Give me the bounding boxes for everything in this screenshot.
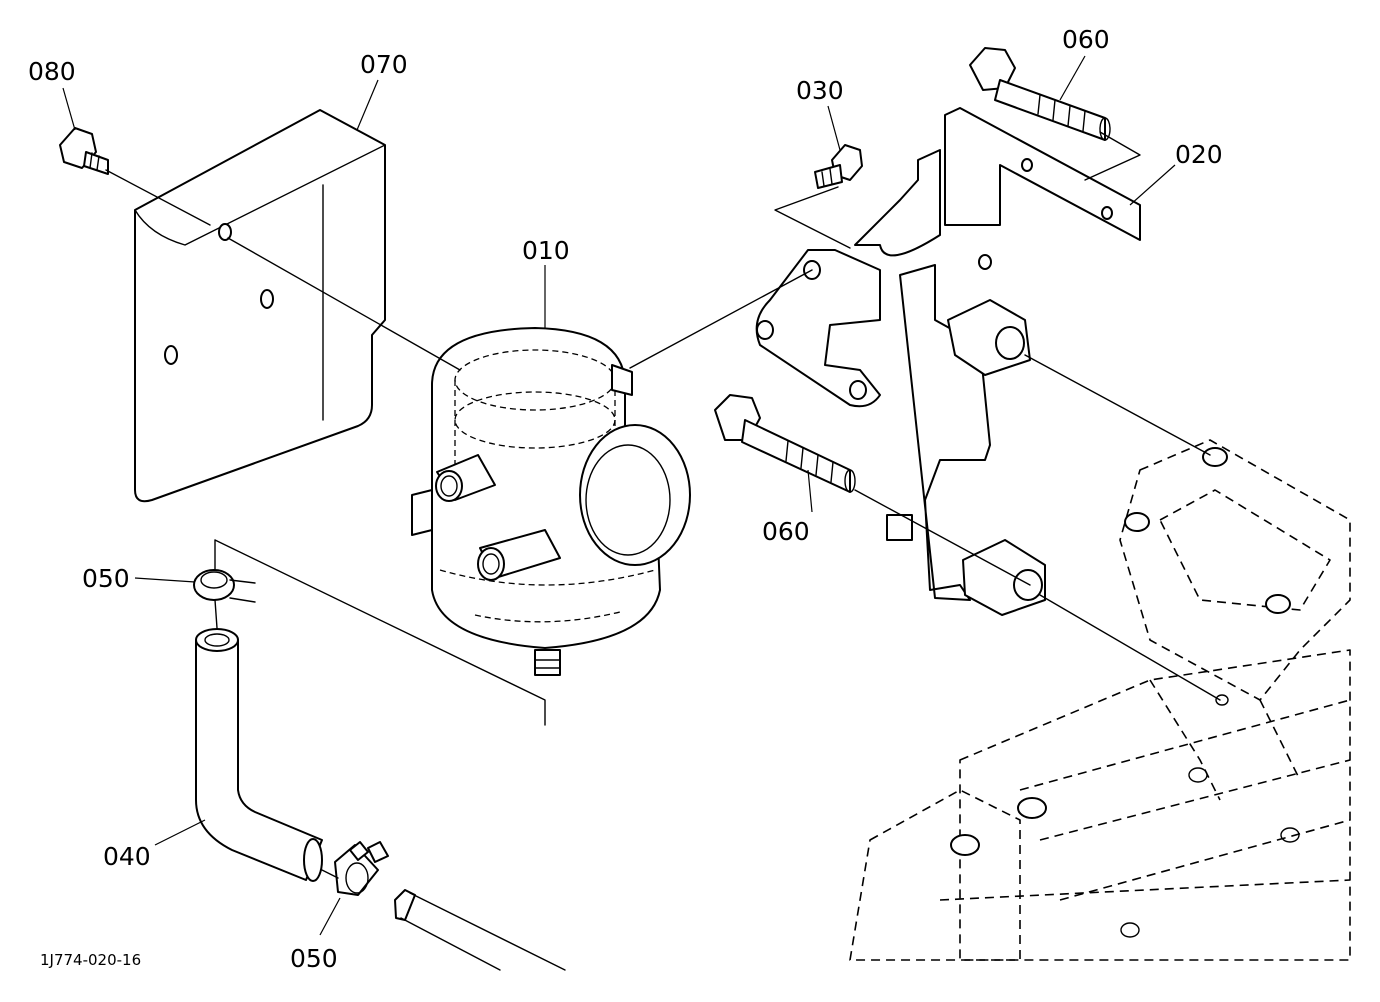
clamp-050-lower (334, 841, 389, 896)
label-050-upper: 050 (82, 564, 130, 593)
label-050-lower: 050 (290, 944, 338, 973)
bolt-060-lower (714, 394, 856, 493)
bolt-080 (59, 127, 109, 175)
part-labels: 080 070 010 030 060 020 060 050 040 050 … (28, 25, 1223, 973)
assembly-lines (105, 131, 1221, 879)
label-070: 070 (360, 50, 408, 79)
hose-040 (195, 628, 323, 882)
cover-plate-070 (134, 109, 386, 503)
label-010: 010 (522, 236, 570, 265)
engine-block-phantom (849, 439, 1351, 961)
bolt-060-upper (969, 47, 1111, 141)
label-030: 030 (796, 76, 844, 105)
label-060-upper: 060 (1062, 25, 1110, 54)
bracket-020 (755, 107, 1141, 616)
clamp-050-upper (193, 569, 256, 603)
label-020: 020 (1175, 140, 1223, 169)
label-060-lower: 060 (762, 517, 810, 546)
label-080: 080 (28, 57, 76, 86)
label-040: 040 (103, 842, 151, 871)
engine-block-bosses (950, 447, 1300, 938)
leader-lines (62, 55, 1176, 936)
bolt-030 (814, 144, 863, 189)
reference-code: 1J774-020-16 (40, 951, 141, 969)
oil-separator-010 (411, 327, 691, 676)
pipe (394, 889, 566, 971)
